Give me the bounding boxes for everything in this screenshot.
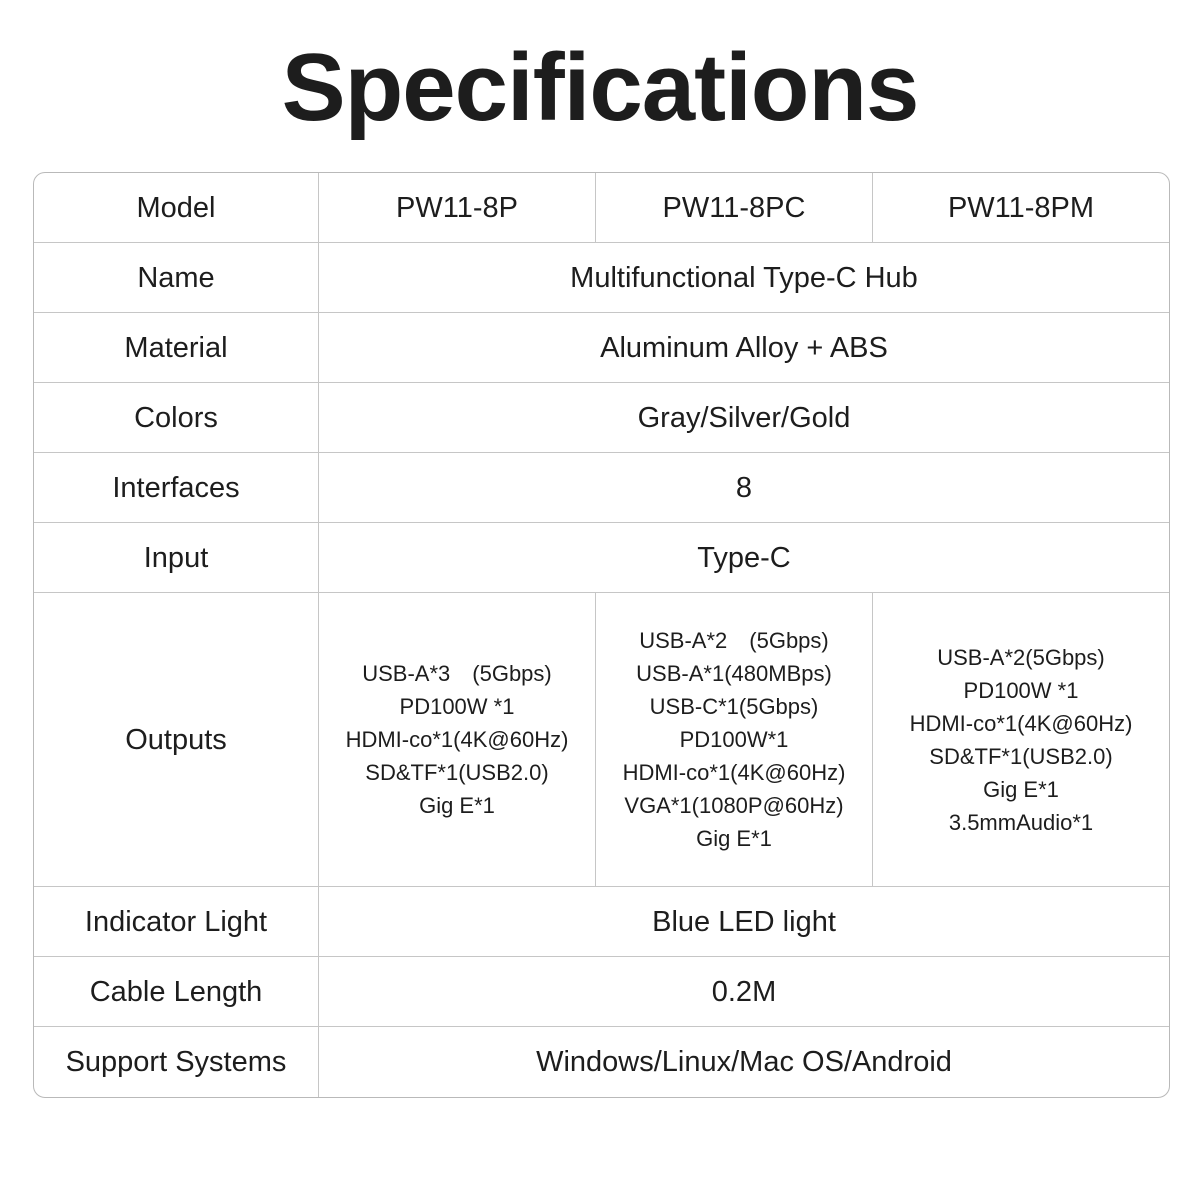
output-line: Gig E*1 bbox=[696, 826, 772, 851]
output-line: 3.5mmAudio*1 bbox=[948, 809, 1094, 835]
output-line: PD100W *1 bbox=[963, 677, 1079, 703]
row-label-material: Material bbox=[34, 313, 319, 382]
row-label-cable-length: Cable Length bbox=[34, 957, 319, 1026]
row-label-interfaces: Interfaces bbox=[34, 453, 319, 522]
output-line: SD&TF*1(USB2.0) bbox=[929, 743, 1113, 769]
cell-value-material: Aluminum Alloy + ABS bbox=[600, 331, 888, 364]
output-line: Gig E*1 bbox=[419, 793, 495, 818]
output-line: VGA*1(1080P@60Hz) bbox=[624, 793, 844, 818]
output-line: HDMI-co*1(4K@60Hz) bbox=[909, 710, 1133, 736]
page-title: Specifications bbox=[281, 34, 920, 141]
cell-value-indicator-light: Blue LED light bbox=[652, 905, 836, 938]
cell-value-cable-length: 0.2M bbox=[711, 975, 777, 1008]
row-label-name: Name bbox=[34, 243, 319, 312]
cell-value-input: Type-C bbox=[697, 541, 791, 574]
output-line: HDMI-co*1(4K@60Hz) bbox=[622, 760, 846, 785]
table-row-interfaces: Interfaces 8 bbox=[34, 453, 1169, 523]
output-line: USB-C*1(5Gbps) bbox=[649, 694, 819, 719]
row-label-colors: Colors bbox=[34, 383, 319, 452]
table-row-cable-length: Cable Length 0.2M bbox=[34, 957, 1169, 1027]
output-line: USB-A*2 (5Gbps) bbox=[639, 628, 829, 653]
cell-outputs-pw11-8pc: USB-A*2 (5Gbps) USB-A*1(480MBps) USB-C*1… bbox=[596, 593, 873, 886]
cell-outputs-pw11-8pm: USB-A*2(5Gbps) PD100W *1 HDMI-co*1(4K@60… bbox=[873, 593, 1169, 886]
row-label-input: Input bbox=[34, 523, 319, 592]
output-line: PD100W*1 bbox=[679, 727, 789, 752]
row-label-support-systems: Support Systems bbox=[34, 1027, 319, 1097]
cell-outputs-pw11-8p: USB-A*3 (5Gbps) PD100W *1 HDMI-co*1(4K@6… bbox=[319, 593, 596, 886]
output-line: PD100W *1 bbox=[399, 694, 515, 719]
output-line: SD&TF*1(USB2.0) bbox=[365, 760, 549, 785]
output-line: HDMI-co*1(4K@60Hz) bbox=[345, 727, 569, 752]
cell-value-support-systems: Windows/Linux/Mac OS/Android bbox=[536, 1046, 952, 1078]
row-label-indicator-light: Indicator Light bbox=[34, 887, 319, 956]
table-row-model: Model PW11-8P PW11-8PC PW11-8PM bbox=[34, 173, 1169, 243]
cell-value-name: Multifunctional Type-C Hub bbox=[570, 261, 918, 294]
row-label-model: Model bbox=[34, 173, 319, 242]
cell-model-pw11-8pm: PW11-8PM bbox=[947, 191, 1095, 224]
table-row-name: Name Multifunctional Type-C Hub bbox=[34, 243, 1169, 313]
row-label-outputs: Outputs bbox=[34, 593, 319, 886]
cell-model-pw11-8p: PW11-8P bbox=[319, 173, 596, 242]
output-line: USB-A*2(5Gbps) bbox=[937, 644, 1105, 670]
specifications-table: Model PW11-8P PW11-8PC PW11-8PM Name Mul… bbox=[33, 172, 1170, 1098]
output-line: USB-A*1(480MBps) bbox=[636, 661, 832, 686]
output-line: USB-A*3 (5Gbps) bbox=[362, 661, 552, 686]
table-row-outputs: Outputs USB-A*3 (5Gbps) PD100W *1 HDMI-c… bbox=[34, 593, 1169, 887]
table-row-material: Material Aluminum Alloy + ABS bbox=[34, 313, 1169, 383]
output-line: Gig E*1 bbox=[983, 776, 1059, 802]
table-row-input: Input Type-C bbox=[34, 523, 1169, 593]
table-row-indicator-light: Indicator Light Blue LED light bbox=[34, 887, 1169, 957]
cell-value-interfaces: 8 bbox=[735, 471, 753, 504]
cell-model-pw11-8pc: PW11-8PC bbox=[596, 173, 873, 242]
cell-value-colors: Gray/Silver/Gold bbox=[637, 401, 851, 434]
table-row-support-systems: Support Systems Windows/Linux/Mac OS/And… bbox=[34, 1027, 1169, 1097]
table-row-colors: Colors Gray/Silver/Gold bbox=[34, 383, 1169, 453]
